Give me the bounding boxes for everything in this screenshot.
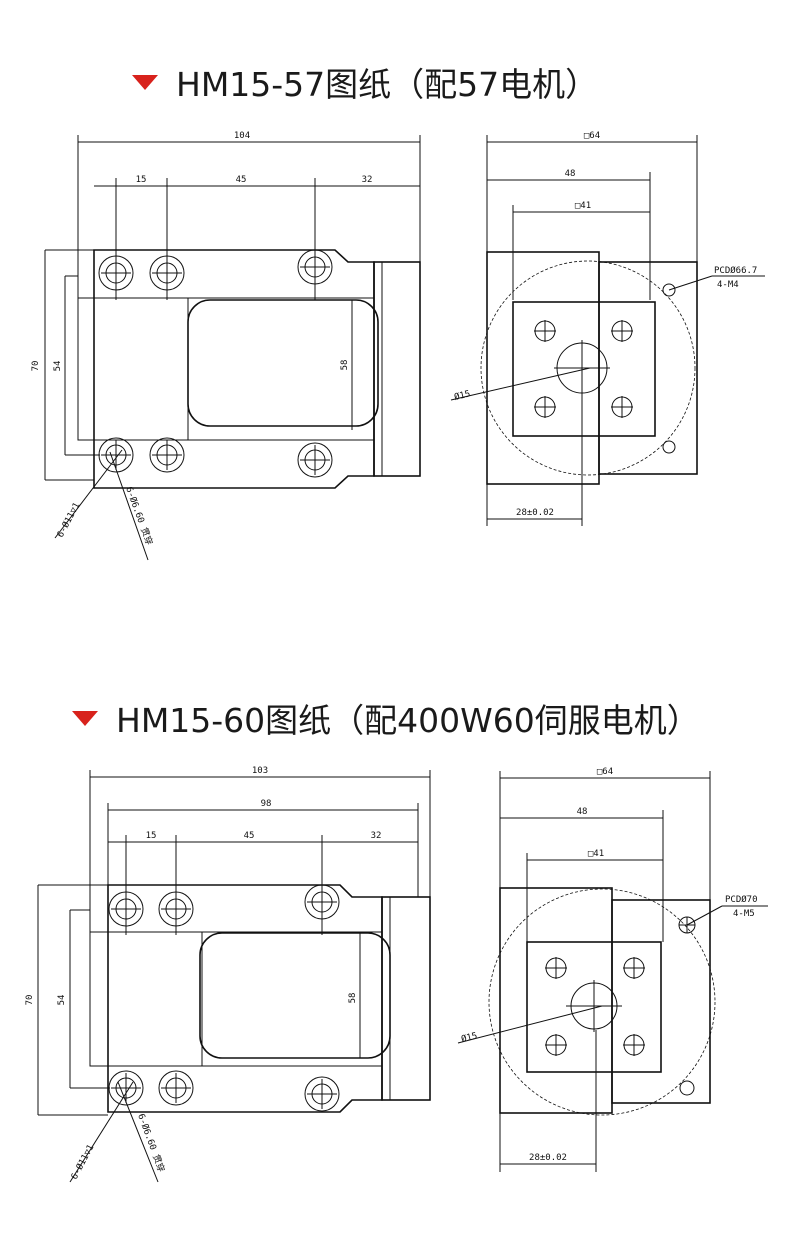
dim-overall-height-1: 70: [31, 361, 41, 372]
hole-callout-1a: 6-Ø11▽1: [55, 501, 83, 540]
dim-width-98-2: 98: [261, 799, 272, 809]
dim-inner-height-2: 54: [57, 995, 67, 1006]
thread-label-1: 4-M4: [717, 280, 739, 290]
mounting-holes-1: [98, 249, 333, 478]
dim-slot-height-1: 58: [340, 360, 350, 371]
pcd-label-1: PCDØ66.7: [714, 265, 757, 276]
dim-slot-height-2: 58: [348, 993, 358, 1004]
section-1-title: HM15-57图纸（配57电机）: [132, 58, 598, 106]
dim-square-inner-1: □41: [575, 201, 591, 211]
side-view-2: [37, 770, 431, 1183]
offset-label-1: 28±0.02: [516, 508, 554, 518]
dim-overall-width-2: 103: [252, 766, 268, 776]
dim-square-outer-1: □64: [584, 131, 600, 141]
section-2-title: HM15-60图纸（配400W60伺服电机）: [72, 694, 700, 742]
dim-width-48-1: 48: [565, 169, 576, 179]
dim-pitch-2-2: 45: [244, 831, 255, 841]
dim-square-inner-2: □41: [588, 849, 604, 859]
dim-pitch-2-1: 45: [236, 175, 247, 185]
dim-square-outer-2: □64: [597, 767, 613, 777]
bore-label-2: Ø15: [460, 1030, 478, 1045]
end-view-1: [450, 135, 765, 526]
dim-pitch-1-2: 15: [146, 831, 157, 841]
dim-pitch-3-2: 32: [371, 831, 382, 841]
red-triangle-icon: [132, 74, 158, 90]
dim-pitch-3-1: 32: [362, 175, 373, 185]
red-triangle-icon: [72, 710, 98, 726]
hole-callout-2a: 6-Ø11▽1: [69, 1143, 97, 1182]
dim-pitch-1-1: 15: [136, 175, 147, 185]
section-1-title-text: HM15-57图纸（配57电机）: [176, 65, 599, 104]
dim-width-48-2: 48: [577, 807, 588, 817]
pcd-label-2: PCDØ70: [725, 894, 758, 905]
thread-label-2: 4-M5: [733, 909, 755, 919]
hole-callout-1b: 6-Ø6.60 贯穿: [123, 485, 155, 547]
side-view-1: [44, 135, 421, 561]
section-2-title-text: HM15-60图纸（配400W60伺服电机）: [116, 701, 700, 740]
end-view-2: [457, 771, 768, 1172]
offset-label-2: 28±0.02: [529, 1153, 567, 1163]
mounting-holes-2: [108, 884, 340, 1112]
dim-inner-height-1: 54: [53, 361, 63, 372]
dim-overall-height-2: 70: [25, 995, 35, 1006]
bore-label-1: Ø15: [453, 388, 471, 403]
dim-overall-width-1: 104: [234, 131, 250, 141]
